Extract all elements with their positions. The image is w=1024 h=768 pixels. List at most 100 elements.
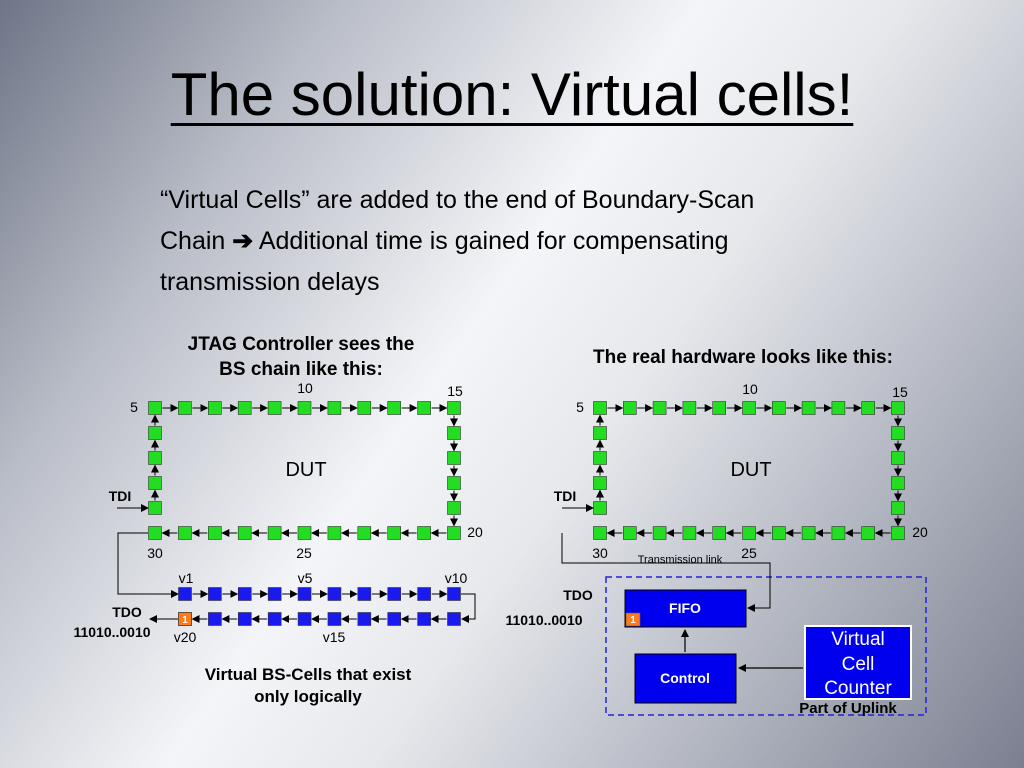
bs-cell: [387, 401, 402, 415]
bs-cell: [801, 401, 816, 415]
bs-cell: [297, 526, 312, 540]
bs-cell: [208, 526, 222, 540]
bs-cell: [267, 401, 282, 415]
bs-cell: [891, 451, 905, 465]
right-label-15: 15: [892, 384, 908, 400]
left-heading-line1: JTAG Controller sees the: [188, 334, 415, 355]
bs-cell: [267, 526, 282, 540]
bullet-part2: Additional time is gained for compensati…: [160, 227, 729, 296]
bs-cell: [237, 526, 252, 540]
left-chain-to-virtual-line: [117, 532, 179, 598]
left-label-25: 25: [296, 545, 312, 561]
left-label-20: 20: [467, 524, 483, 540]
bs-cell: [417, 526, 431, 540]
virtual-cell: [237, 587, 252, 601]
left-tdo: TDO: [112, 604, 142, 620]
bs-cell: [447, 501, 461, 515]
bs-cell: [148, 476, 162, 490]
bs-cell: [771, 526, 786, 540]
right-dut: DUT: [730, 459, 771, 481]
left-v20: v20: [174, 629, 197, 645]
bs-cell: [327, 401, 342, 415]
bs-cell: [593, 526, 607, 540]
bs-cell: [801, 526, 816, 540]
virtual-cell: [417, 587, 431, 601]
bs-cell: [357, 526, 372, 540]
bs-cell: [208, 401, 222, 415]
right-tdo-bit: 1: [630, 615, 636, 626]
bs-cell: [417, 401, 431, 415]
virtual-cell: [357, 612, 372, 626]
virtual-cell: [208, 612, 222, 626]
bs-cell: [593, 476, 607, 490]
bs-cell: [891, 426, 905, 440]
bs-cell: [593, 451, 607, 465]
cell-chains: 1: [148, 401, 905, 626]
bs-cell: [622, 526, 637, 540]
bs-cell: [178, 526, 192, 540]
left-bits: 11010..0010: [73, 624, 150, 640]
left-v1: v1: [179, 570, 194, 586]
bs-cell: [593, 501, 607, 515]
virtual-cell: [297, 612, 312, 626]
right-label-20: 20: [912, 524, 928, 540]
bs-cell: [861, 526, 876, 540]
right-label-30: 30: [592, 545, 608, 561]
fifo-label: FIFO: [669, 600, 701, 616]
bullet-text: “Virtual Cells” are added to the end of …: [160, 180, 800, 303]
right-tdo: TDO: [563, 587, 593, 603]
left-label-30: 30: [147, 545, 163, 561]
bs-cell: [652, 401, 667, 415]
bs-cell: [148, 426, 162, 440]
bs-cell: [593, 401, 607, 415]
left-v5: v5: [298, 570, 313, 586]
bs-cell: [327, 526, 342, 540]
bs-cell: [891, 476, 905, 490]
counter-line3: Counter: [824, 678, 892, 699]
right-chain-to-fifo-line: [561, 533, 771, 612]
left-label-5: 5: [130, 399, 138, 415]
uplink-boundary: [605, 576, 927, 716]
virtual-cell-counter-box: [804, 625, 912, 700]
control-box: [634, 653, 737, 704]
virtual-cell: [267, 587, 282, 601]
right-label-25: 25: [741, 545, 757, 561]
bs-cell: [237, 401, 252, 415]
left-heading-line2: BS chain like this:: [219, 359, 383, 380]
bs-cell: [387, 526, 402, 540]
counter-line2: Cell: [842, 654, 875, 675]
bs-cell: [148, 401, 162, 415]
left-tdi: TDI: [109, 488, 132, 504]
right-label-5: 5: [576, 399, 584, 415]
bs-cell: [447, 476, 461, 490]
bs-cell: [771, 401, 786, 415]
virtual-cell: [387, 587, 402, 601]
virtual-cell: [327, 587, 342, 601]
virtual-cell: [417, 612, 431, 626]
bs-cell: [891, 526, 905, 540]
left-tdo-bit: 1: [182, 615, 188, 626]
bs-cell: [891, 401, 905, 415]
bs-cell: [178, 401, 192, 415]
virtual-cell: [178, 587, 192, 601]
bs-cell: [447, 526, 461, 540]
virtual-cell: [387, 612, 402, 626]
uplink-label: Part of Uplink: [799, 700, 897, 717]
virtual-cell: [267, 612, 282, 626]
bs-cell: [593, 426, 607, 440]
bs-cell: [712, 401, 727, 415]
virtual-cell: [447, 612, 461, 626]
slide-title: The solution: Virtual cells!: [170, 61, 854, 128]
bs-cell: [148, 501, 162, 515]
left-label-15: 15: [447, 383, 463, 399]
left-v10: v10: [445, 570, 468, 586]
virtual-cell: [447, 587, 461, 601]
bs-cell: [891, 501, 905, 515]
right-tdo-bit-cell: [625, 612, 641, 627]
bs-cell: [148, 526, 162, 540]
bs-cell: [831, 526, 846, 540]
right-arrow-icon: ➔: [232, 227, 254, 255]
left-dut: DUT: [285, 459, 326, 481]
virtual-cell: [208, 587, 222, 601]
bs-cell: [148, 451, 162, 465]
